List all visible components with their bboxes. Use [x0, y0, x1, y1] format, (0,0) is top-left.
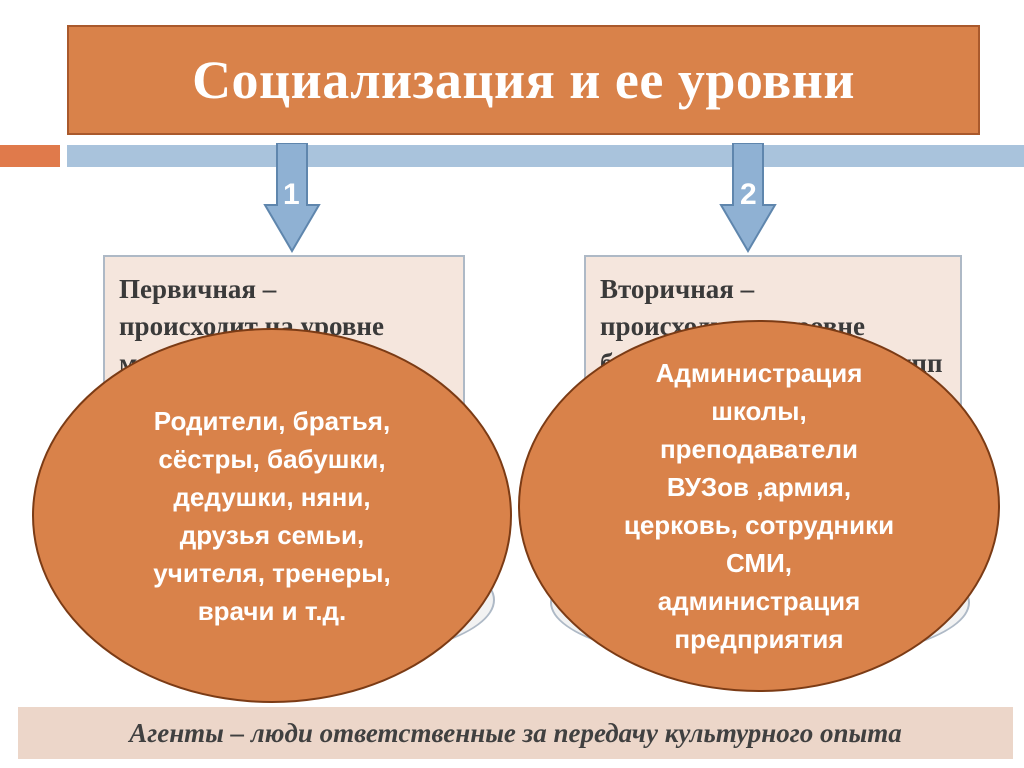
decorative-stripe-blue: [67, 145, 1024, 167]
page-title: Социализация и ее уровни: [192, 50, 855, 110]
title-box: Социализация и ее уровни: [67, 25, 980, 135]
agents-definition: Агенты – люди ответственные за передачу …: [129, 717, 902, 748]
primary-agents-text: Родители, братья, сёстры, бабушки, дедуш…: [153, 405, 391, 626]
arrow-down-icon-2: [719, 143, 777, 253]
footer-band: Агенты – люди ответственные за передачу …: [18, 707, 1013, 759]
level-number-2: 2: [740, 178, 757, 211]
secondary-agents-ellipse: Администрация школы, преподаватели ВУЗов…: [518, 320, 1000, 692]
primary-agents-ellipse: Родители, братья, сёстры, бабушки, дедуш…: [32, 328, 512, 703]
arrow-down-icon-1: [263, 143, 321, 253]
level-number-1: 1: [283, 178, 300, 211]
decorative-stripe-orange: [0, 145, 60, 167]
secondary-agents-text: Администрация школы, преподаватели ВУЗов…: [623, 358, 895, 654]
